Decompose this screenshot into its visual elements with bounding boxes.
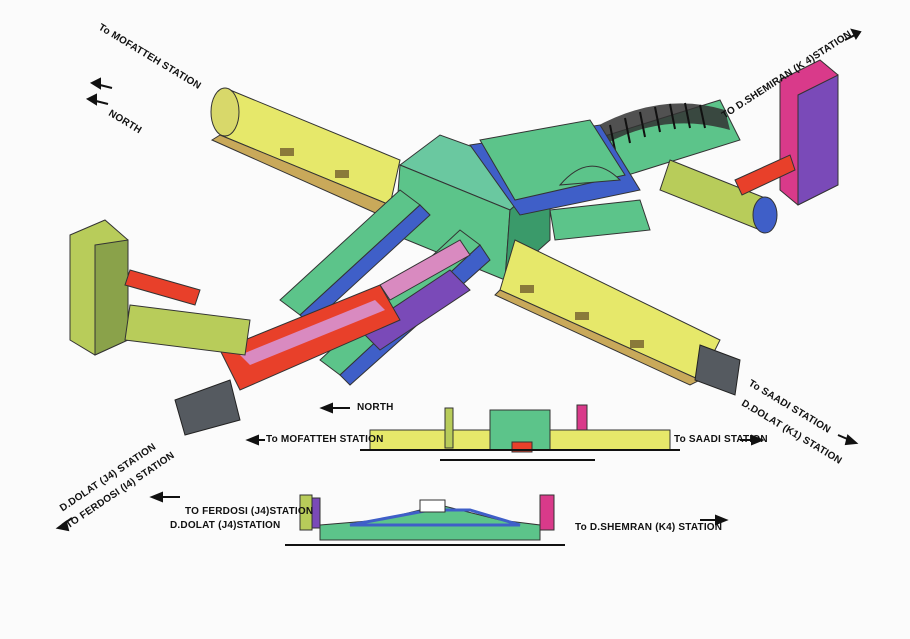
arrows [55,28,862,532]
arrow-ferdosi-bottom [149,491,180,503]
arrow-north-top [89,77,113,90]
label-to-d-shemran-bottom: To D.SHEMRAN (K4) STATION [575,522,723,533]
shaft-shemiran [734,59,839,206]
label-north-mid: NORTH [357,402,394,413]
shaft-dolat [69,219,251,356]
label-to-ferdosi-bottom: TO FERDOSI (J4)STATION [185,506,314,517]
arrow-north-mid [319,402,350,414]
label-to-saadi-mid: To SAADI STATION [674,434,768,445]
tunnel-dolat-lower [174,284,401,436]
arrow-ferdosi-left [55,517,73,532]
ramps-left [279,189,491,386]
arrow-north-top-2 [85,93,109,106]
arrow-mofatteh-mid [245,434,265,446]
cross-section-ns [360,404,680,461]
escalator-right [469,119,651,241]
arrow-saadi-right [837,434,859,446]
label-d-dolat-j4-bottom: D.DOLAT (J4)STATION [170,520,281,531]
label-to-mofatteh-mid: To MOFATTEH STATION [266,434,384,445]
tunnel-saadi-lower [494,239,741,396]
arrow-shemiran-top [844,28,862,41]
arrow-shemran-bottom [700,514,729,526]
tunnel-mofatteh-upper [210,87,401,216]
arrow-saadi-mid [740,434,765,446]
cross-section-ew [285,494,565,546]
